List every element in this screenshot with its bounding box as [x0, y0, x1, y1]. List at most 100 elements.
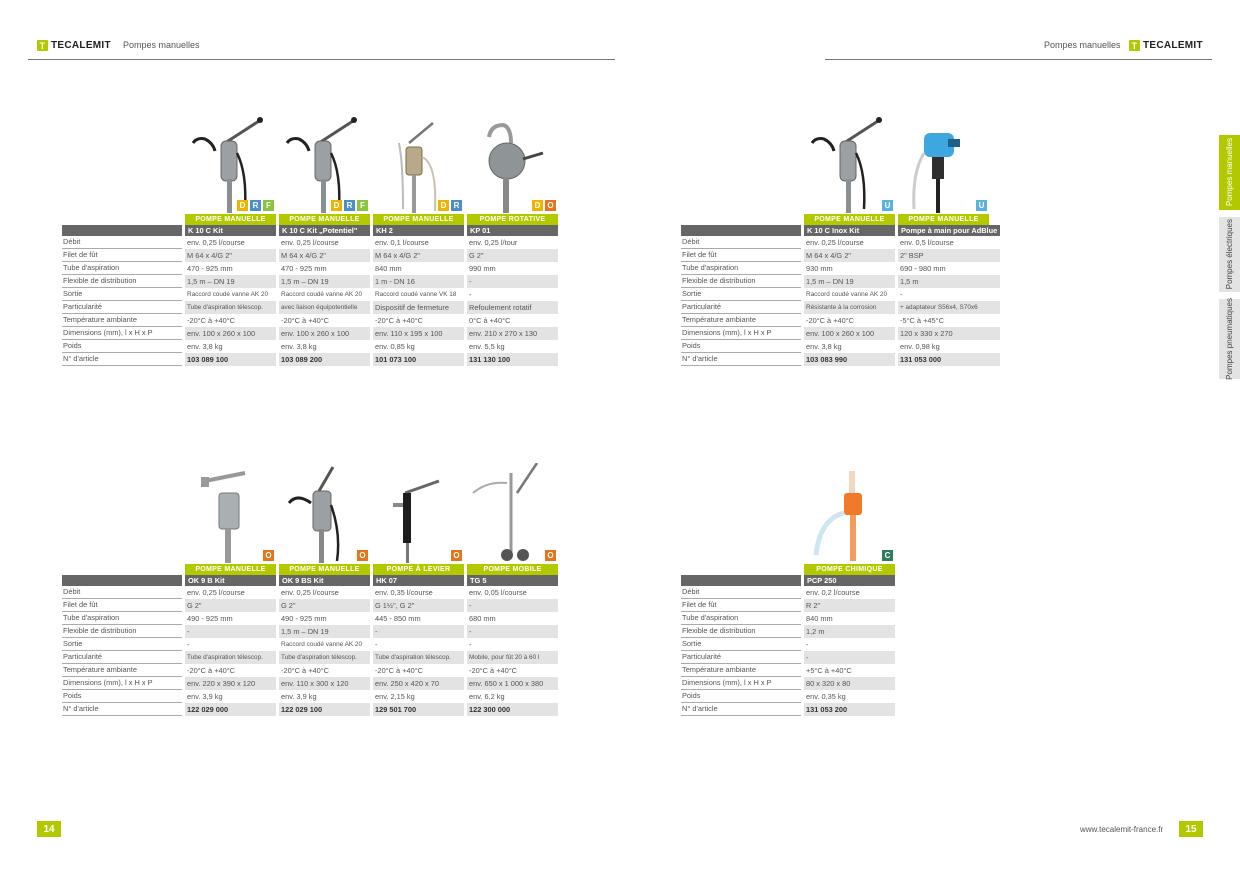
- row-label: Température ambiante: [681, 314, 801, 327]
- row-label: Température ambiante: [681, 664, 801, 677]
- row-label: Filet de fût: [62, 249, 182, 262]
- row-label: Température ambiante: [62, 314, 182, 327]
- spec-cell: env. 0,25 l/course: [187, 587, 245, 597]
- spec-cell: -: [187, 639, 190, 649]
- badge-o: O: [263, 550, 274, 561]
- side-tab-pompes-electriques[interactable]: Pompes électriques: [1219, 217, 1240, 292]
- product-name-header: KH 2: [373, 225, 464, 236]
- table-row: Particularité-: [681, 651, 895, 664]
- spec-cell: Tube d'aspiration télescop.: [373, 651, 464, 664]
- spec-cell: env. 110 x 195 x 100: [373, 327, 464, 340]
- website-url[interactable]: www.tecalemit-france.fr: [1080, 825, 1164, 834]
- side-tab-pompes-pneumatiques[interactable]: Pompes pneumatiques: [1219, 298, 1240, 380]
- spec-cell: Refoulement rotatif: [467, 301, 558, 314]
- category-label: POMPE MANUELLE: [279, 214, 370, 225]
- row-label: Flexible de distribution: [681, 275, 801, 288]
- badge-r: R: [344, 200, 355, 211]
- badge-d: D: [532, 200, 543, 211]
- table-row: Température ambiante+5°C à +40°C: [681, 664, 895, 677]
- table-header-blank: [681, 225, 801, 236]
- page-number-right: 15: [1179, 821, 1203, 837]
- table-header-blank: [62, 575, 182, 586]
- spec-cell: Mobile, pour fût 20 à 60 l: [467, 651, 558, 664]
- row-label: Débit: [681, 236, 801, 249]
- side-tab-pompes-manuelles[interactable]: Pompes manuelles: [1219, 135, 1240, 210]
- tecalemit-logo-icon: T: [37, 40, 48, 51]
- page-number-left: 14: [37, 821, 61, 837]
- spec-cell: 80 x 320 x 80: [804, 677, 895, 690]
- spec-cell: -20°C à +40°C: [281, 315, 330, 325]
- spec-cell: Tube d'aspiration télescop.: [185, 651, 276, 664]
- row-label: Température ambiante: [62, 664, 182, 677]
- brand-logo-left: T TECALEMIT: [37, 40, 111, 51]
- spec-cell: 103 089 100: [185, 353, 276, 366]
- spec-cell: env. 210 x 270 x 130: [467, 327, 558, 340]
- compatibility-badges: C: [882, 550, 893, 561]
- spec-cell: -: [469, 289, 472, 299]
- category-label: POMPE MOBILE: [467, 564, 558, 575]
- brand-logo-right: T TECALEMIT: [1129, 40, 1203, 51]
- spec-cell: env. 3,8 kg: [187, 341, 223, 351]
- spec-cell: env. 0,35 kg: [806, 691, 846, 701]
- spec-cell: Raccord coudé vanne AK 20: [281, 640, 363, 648]
- spec-cell: Tube d'aspiration télescop.: [185, 301, 276, 314]
- table-row: Flexible de distribution-1,5 m – DN 19--: [62, 625, 558, 638]
- category-label: POMPE MANUELLE: [185, 214, 276, 225]
- row-label: Sortie: [681, 638, 801, 651]
- badge-o: O: [545, 200, 556, 211]
- spec-cell: env. 220 x 390 x 120: [185, 677, 276, 690]
- category-label: POMPE MANUELLE: [804, 214, 895, 225]
- spec-cell: env. 0,25 l/course: [281, 587, 339, 597]
- spec-cell: env. 0,05 l/course: [469, 587, 527, 597]
- spec-cell: 101 073 100: [373, 353, 464, 366]
- spec-cell: env. 0,1 l/course: [375, 237, 429, 247]
- row-label: Particularité: [62, 651, 182, 664]
- header-rule-left: [28, 59, 615, 60]
- table-row: Température ambiante-20°C à +40°C-20°C à…: [62, 664, 558, 677]
- spec-cell: 840 mm: [806, 613, 833, 623]
- row-label: Sortie: [62, 638, 182, 651]
- spec-cell: env. 3,8 kg: [806, 341, 842, 351]
- row-label: Sortie: [62, 288, 182, 301]
- row-label: Tube d'aspiration: [681, 262, 801, 275]
- spec-cell: G 2": [279, 599, 370, 612]
- row-label: Dimensions (mm), l x H x P: [62, 677, 182, 690]
- spec-cell: env. 0,98 kg: [900, 341, 940, 351]
- spec-cell: -: [467, 275, 558, 288]
- spec-cell: -: [469, 639, 472, 649]
- spec-cell: Résistante à la corrosion: [804, 301, 895, 314]
- spec-cell: -: [804, 651, 895, 664]
- spec-cell: -: [185, 625, 276, 638]
- spec-cell: env. 0,5 l/course: [900, 237, 954, 247]
- spec-cell: env. 0,2 l/course: [806, 587, 860, 597]
- table-header-blank: [681, 575, 801, 586]
- ok9bs-lever-pump-icon: [279, 463, 370, 563]
- header-rule-right: [825, 59, 1212, 60]
- spec-cell: env. 250 x 420 x 70: [373, 677, 464, 690]
- spec-cell: env. 100 x 260 x 100: [185, 327, 276, 340]
- row-label: Flexible de distribution: [681, 625, 801, 638]
